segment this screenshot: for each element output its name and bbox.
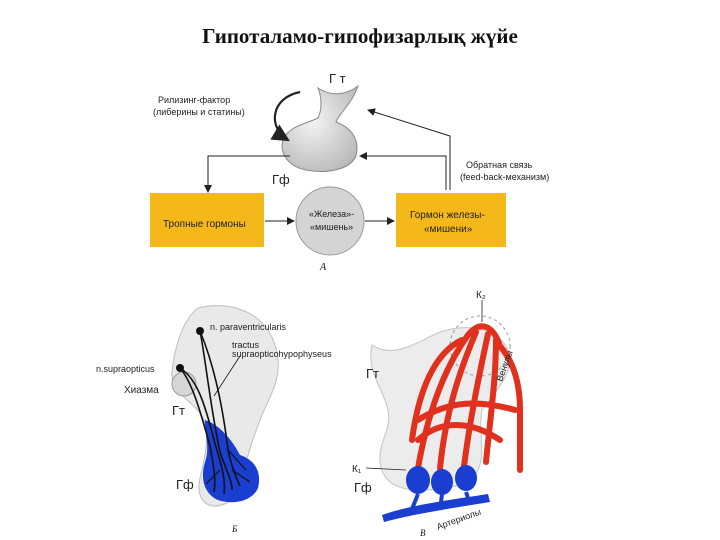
target-gland-circle xyxy=(295,186,365,256)
panel-label-a: А xyxy=(319,262,327,273)
venules-group xyxy=(409,323,523,473)
target-hormone-label: Гормон железы- xyxy=(410,210,485,221)
top-gland-shape xyxy=(281,84,359,172)
right-hypothalamus-label: Гт xyxy=(366,366,379,381)
target-gland-sublabel: «мишень» xyxy=(310,222,353,232)
releasing-factor-sublabel: (либерины и статины) xyxy=(153,107,245,117)
portal-system-diagram: К₂ Венулы Гт К₁ Гф Артериолы В xyxy=(352,290,523,538)
chiasm-circle xyxy=(171,371,197,397)
arterioles-group xyxy=(382,465,490,522)
feedback-label: Обратная связь xyxy=(466,160,533,170)
k2-capillary-circle xyxy=(449,315,511,377)
axon-paraventricular-1 xyxy=(199,330,241,487)
tropic-hormones-label: Тропные гормоны xyxy=(163,219,246,230)
panel-label-b: Б xyxy=(231,524,238,534)
panel-label-v: В xyxy=(420,528,426,538)
axon-supraoptic-2 xyxy=(179,367,216,493)
neurosecretory-diagram: n. paraventricularis tractus supraoptico… xyxy=(96,305,332,534)
target-hormone-box xyxy=(396,193,506,247)
tropic-hormones-box xyxy=(150,193,264,247)
arterioles-label: Артериолы xyxy=(435,507,482,532)
k2-label: К₂ xyxy=(476,290,486,301)
feedback-diagram: Г т Гф Рилизинг-фактор (либерины и стати… xyxy=(150,71,549,273)
releasing-factor-arrow xyxy=(270,90,301,142)
right-pituitary-label: Гф xyxy=(354,480,372,495)
k1-pointer xyxy=(365,467,407,471)
axon-supraoptic-1 xyxy=(179,367,226,495)
tract-pointer-line xyxy=(213,355,241,397)
axon-paraventricular-2 xyxy=(199,330,233,491)
axon-branch xyxy=(205,449,251,485)
target-gland-label: «Железа»- xyxy=(309,209,354,219)
top-hypothalamus-label: Г т xyxy=(329,71,346,86)
tract-sublabel: supraopticohypophyseus xyxy=(232,349,332,359)
top-pituitary-label: Гф xyxy=(272,172,290,187)
pituitary-to-tropic-arrow xyxy=(204,155,290,193)
supraoptic-label: n.supraopticus xyxy=(96,364,155,374)
left-hypothalamus-label: Гт xyxy=(172,403,185,418)
feedback-arrow-to-hypothalamus xyxy=(367,108,451,190)
target-hormone-sublabel: «мишени» xyxy=(424,224,473,235)
feedback-arrow-to-pituitary xyxy=(359,152,447,190)
tract-label: tractus xyxy=(232,340,260,350)
k1-label: К₁ xyxy=(352,464,362,475)
feedback-sublabel: (feed-back-механизм) xyxy=(460,172,549,182)
left-pituitary-label: Гф xyxy=(176,477,194,492)
page-title: Гипоталамо-гипофизарлық жүйе xyxy=(202,24,518,48)
chiasm-label: Хиазма xyxy=(124,385,159,396)
paraventricular-label: n. paraventricularis xyxy=(210,322,287,332)
releasing-factor-label: Рилизинг-фактор xyxy=(158,95,230,105)
